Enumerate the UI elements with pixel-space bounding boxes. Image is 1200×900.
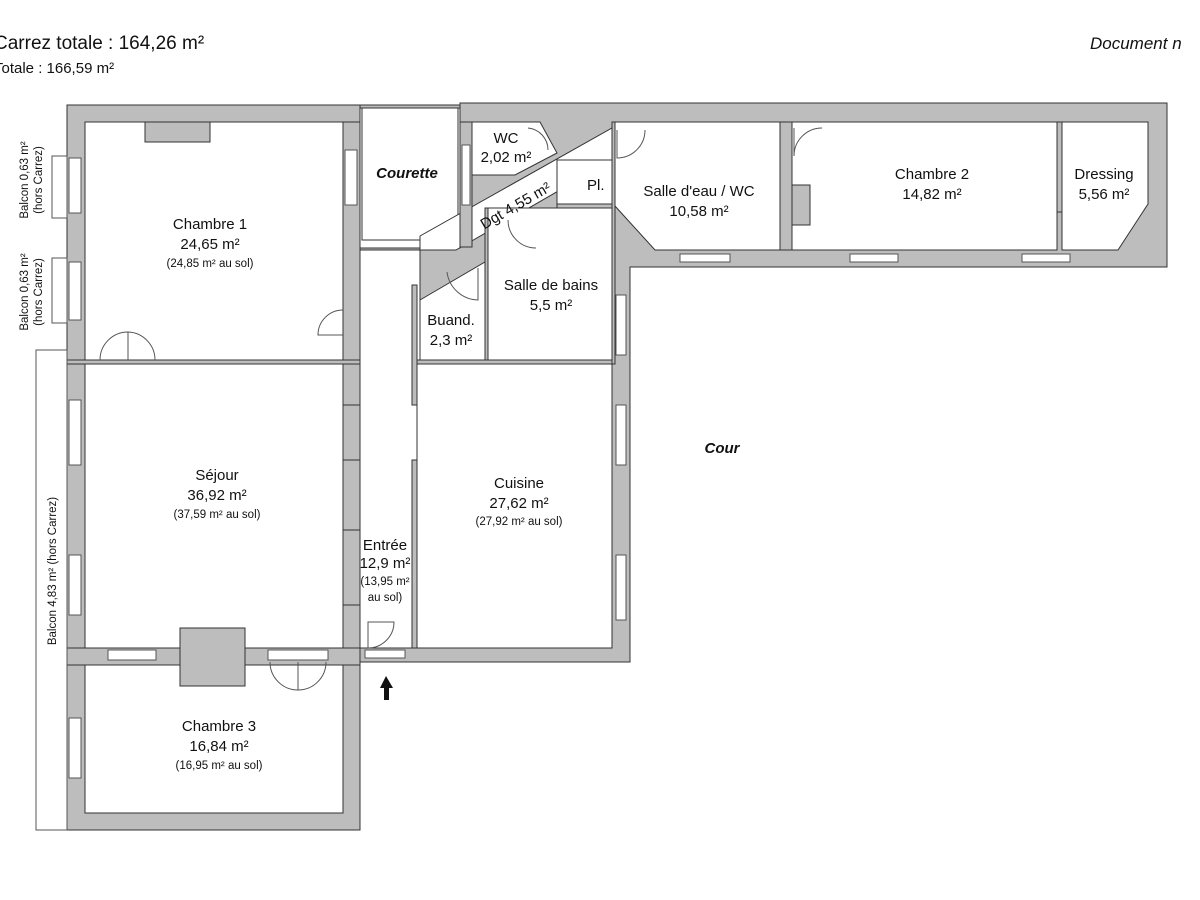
- window: [461, 144, 471, 206]
- window: [68, 717, 82, 779]
- rooms: [84, 107, 1149, 814]
- balcon-b-label-1: Balcon 0,63 m²: [19, 253, 31, 331]
- room-chambre-1: [84, 121, 344, 361]
- wc-name: WC: [494, 130, 519, 147]
- cuisine-floor-area: (27,92 m² au sol): [476, 516, 563, 528]
- entree-floor-area-2: au sol): [368, 592, 403, 604]
- sejour-name: Séjour: [195, 467, 238, 484]
- doors: [99, 127, 823, 691]
- room-courette: [361, 107, 459, 241]
- buanderie-area: 2,3 m²: [430, 332, 473, 349]
- balcon-b-label-2: (hors Carrez): [33, 258, 45, 326]
- room-entree-corridor: [359, 249, 421, 649]
- chambre-1-area: 24,65 m²: [180, 236, 239, 253]
- chambre-3-name: Chambre 3: [182, 718, 256, 735]
- room-chambre-2: [791, 121, 1058, 251]
- salle-eau-name: Salle d'eau / WC: [643, 183, 754, 200]
- balcon-c-label: Balcon 4,83 m² (hors Carrez): [47, 497, 59, 645]
- salle-bains-area: 5,5 m²: [530, 297, 573, 314]
- chambre-2-name: Chambre 2: [895, 166, 969, 183]
- cuisine-name: Cuisine: [494, 475, 544, 492]
- window: [267, 649, 329, 661]
- room-cuisine: [416, 363, 613, 649]
- salle-bains-name: Salle de bains: [504, 277, 598, 294]
- balconies: [35, 155, 68, 831]
- document-note: Document n: [1090, 34, 1182, 53]
- window: [615, 404, 627, 466]
- salle-eau-area: 10,58 m²: [669, 203, 728, 220]
- window: [615, 294, 627, 356]
- entree-floor-area-1: (13,95 m²: [360, 576, 409, 588]
- balcony-a: [51, 155, 68, 219]
- dressing-area: 5,56 m²: [1079, 186, 1130, 203]
- chambre-3-area: 16,84 m²: [189, 738, 248, 755]
- window: [615, 554, 627, 621]
- sejour-floor-area: (37,59 m² au sol): [174, 509, 261, 521]
- entree-area: 12,9 m²: [360, 555, 411, 572]
- chambre-3-floor-area: (16,95 m² au sol): [176, 760, 263, 772]
- window: [364, 649, 406, 659]
- window: [68, 157, 82, 214]
- windows: [68, 144, 1071, 779]
- balcon-a-label-1: Balcon 0,63 m²: [19, 141, 31, 219]
- entree-name: Entrée: [363, 537, 407, 554]
- room-labels: Chambre 1 24,65 m² (24,85 m² au sol) Séj…: [167, 130, 1134, 772]
- window: [849, 253, 899, 263]
- total-area-label: Totale : 166,59 m²: [0, 60, 115, 77]
- room-pl: [556, 159, 613, 205]
- chambre-1-name: Chambre 1: [173, 216, 247, 233]
- chambre-2-area: 14,82 m²: [902, 186, 961, 203]
- chambre-1-floor-area: (24,85 m² au sol): [167, 258, 254, 270]
- balcony-c: [35, 349, 68, 831]
- room-sejour: [84, 363, 344, 649]
- courette-label: Courette: [376, 165, 438, 182]
- window: [344, 149, 358, 206]
- window: [68, 261, 82, 321]
- sejour-area: 36,92 m²: [187, 487, 246, 504]
- carrez-total-label: Carrez totale : 164,26 m²: [0, 33, 205, 54]
- window: [1021, 253, 1071, 263]
- up-arrow-icon: [380, 676, 393, 700]
- outdoor-labels: Courette Cour Balcon 0,63 m² (hors Carre…: [19, 141, 741, 645]
- wc-area: 2,02 m²: [481, 149, 532, 166]
- window: [679, 253, 731, 263]
- dressing-name: Dressing: [1074, 166, 1133, 183]
- pl-label: Pl.: [587, 177, 605, 194]
- window: [68, 554, 82, 616]
- balcon-a-label-2: (hors Carrez): [33, 146, 45, 214]
- room-dressing: [1061, 121, 1149, 251]
- balcony-b: [51, 257, 68, 324]
- cour-label: Cour: [705, 440, 741, 457]
- buanderie-name: Buand.: [427, 312, 475, 329]
- window: [107, 649, 157, 661]
- cuisine-area: 27,62 m²: [489, 495, 548, 512]
- window: [68, 399, 82, 466]
